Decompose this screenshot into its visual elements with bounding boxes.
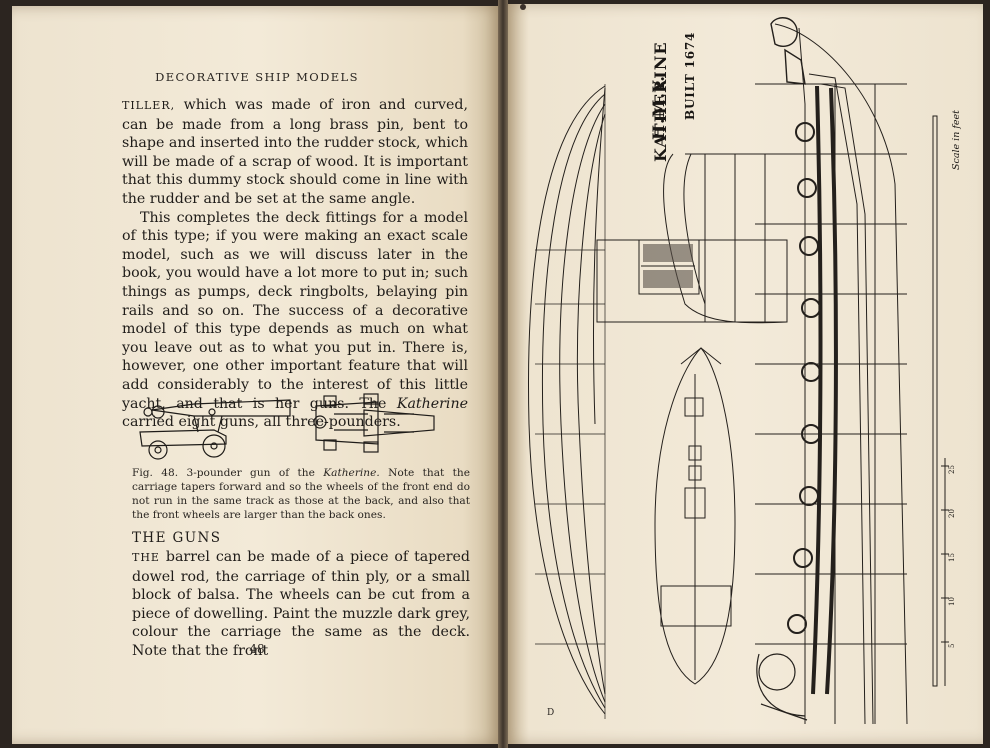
gun-side-view [139,399,291,460]
left-page [12,6,502,744]
figure-caption: Fig. 48. 3-pounder gun of the Katherine.… [132,466,470,522]
gunports [787,122,821,634]
small-caps-lead: THE [132,551,160,564]
caption-text: Fig. 48. 3-pounder gun of the [132,467,324,479]
scale-tick-label: 20 [948,509,956,518]
wale-lines [811,85,838,695]
scale-tick-label: 10 [948,597,956,606]
ink-dot [520,4,526,10]
left-page-content: DECORATIVE SHIP MODELS TILLER, which was… [12,6,502,744]
scale-tick-label: 25 [948,465,956,474]
italic-ship-name: Katherine [396,395,468,412]
book-gutter [498,0,508,748]
deck-plan [654,347,736,685]
section-heading: THE GUNS [132,530,222,546]
scale-bar [932,115,949,687]
scale-label: Scale in feet [951,110,962,170]
page-number: 48 [249,642,265,656]
paragraph-text: This completes the deck fittings for a m… [122,209,468,412]
scale-tick-label: 15 [948,553,956,562]
gun-illustration [139,393,435,460]
ship-lines-plan [528,17,949,725]
right-page [505,4,983,744]
paragraph-text: barrel can be made of a piece of tapered… [132,549,470,659]
scale-tick-label: 5 [948,643,956,648]
grid-lines [535,84,606,719]
transom-windows [643,244,693,288]
gun-top-view [313,393,435,453]
caption-text: Note that the carriage tapers forward an… [132,467,470,521]
ship-plan-drawing: H.M.Y. KATHERINE BUILT 1674 Scale in fee… [505,4,983,744]
body-plan-curves [528,85,606,715]
corner-mark: D [547,708,555,718]
plan-title-line2: KATHERINE [651,41,670,162]
plan-title-line3: BUILT 1674 [683,31,697,120]
body-text-top: TILLER, which was made of iron and curve… [122,96,468,432]
paragraph-deck-fittings: This completes the deck fittings for a m… [122,209,468,432]
paragraph-text: carried eight guns, all three-pounders. [122,414,401,431]
stern-carving [756,653,808,721]
running-head: DECORATIVE SHIP MODELS [155,70,359,84]
body-text-bottom: THE barrel can be made of a piece of tap… [132,548,470,661]
figurehead-carving [770,17,806,85]
small-caps-lead: TILLER, [122,99,176,112]
half-breadth-plan [596,153,788,324]
paragraph-guns: THE barrel can be made of a piece of tap… [132,548,470,661]
italic-ship-name: Katherine. [323,467,380,479]
paragraph-text: which was made of iron and curved, can b… [122,97,468,207]
paragraph-tiller: TILLER, which was made of iron and curve… [122,96,468,209]
